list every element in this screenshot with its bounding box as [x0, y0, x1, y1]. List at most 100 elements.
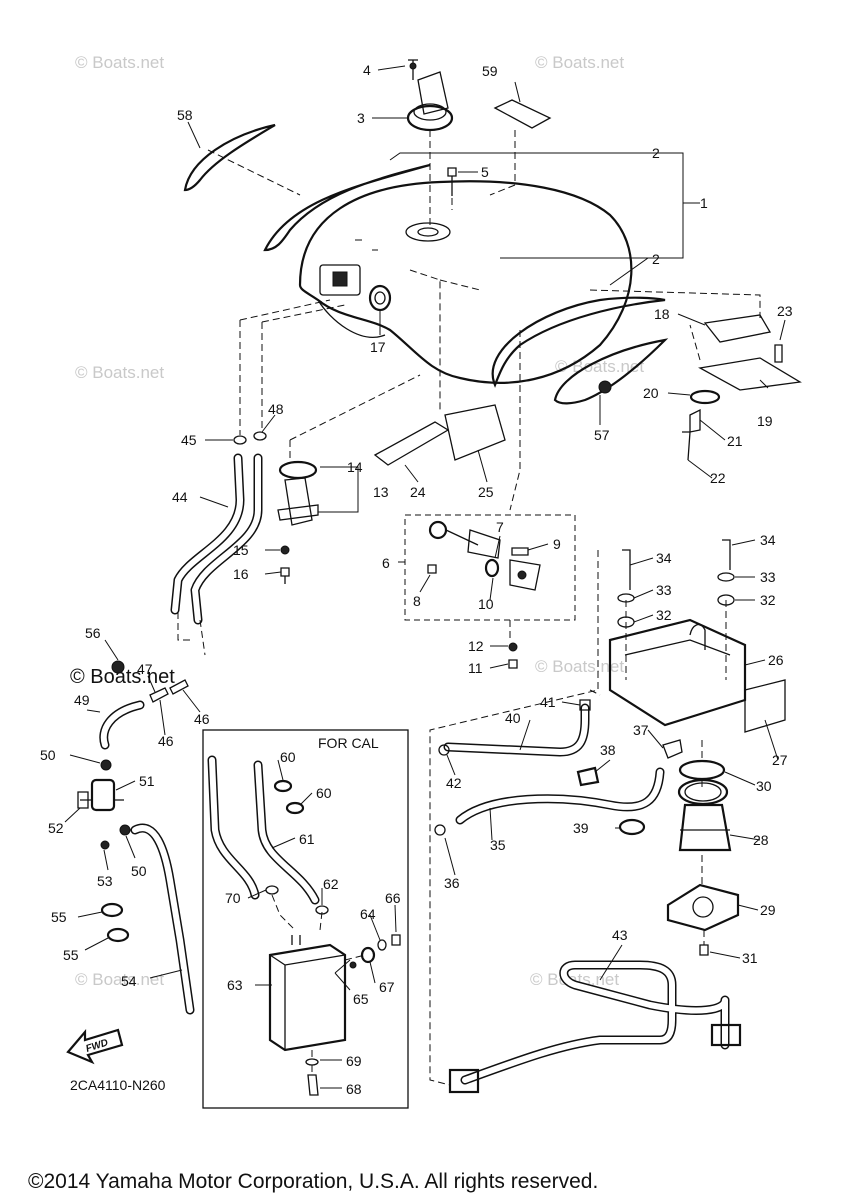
callout-34: 34 — [760, 532, 776, 548]
callout-12: 12 — [468, 638, 484, 654]
pump-tray-26 — [608, 618, 747, 727]
callout-53: 53 — [97, 873, 113, 889]
callout-7: 7 — [496, 519, 504, 535]
callout-17: 17 — [370, 339, 386, 355]
label-27 — [744, 679, 786, 733]
connector-46 — [169, 679, 189, 695]
bolts-nuts-32-34 — [617, 539, 735, 628]
inset-label: FOR CAL — [318, 735, 379, 751]
callout-46: 46 — [194, 711, 210, 727]
callout-36: 36 — [444, 875, 460, 891]
callout-38: 38 — [600, 742, 616, 758]
nut-65 — [349, 961, 357, 969]
callout-45: 45 — [181, 432, 197, 448]
cal-inset-box — [202, 729, 409, 1109]
callout-61: 61 — [299, 831, 315, 847]
clamp-70 — [265, 885, 279, 895]
callout-49: 49 — [74, 692, 90, 708]
leader-lines — [64, 65, 786, 1089]
grommet-17 — [368, 284, 392, 312]
callout-57: 57 — [594, 427, 610, 443]
callout-47: 47 — [137, 661, 153, 677]
callout-52: 52 — [48, 820, 64, 836]
callout-50: 50 — [40, 747, 56, 763]
callout-68: 68 — [346, 1081, 362, 1097]
callout-31: 31 — [742, 950, 758, 966]
callout-35: 35 — [490, 837, 506, 853]
bolt-5 — [447, 167, 457, 196]
callout-2: 2 — [652, 251, 660, 267]
hose-44 — [170, 453, 263, 625]
label-59 — [493, 99, 552, 129]
callout-40: 40 — [505, 710, 521, 726]
callout-32: 32 — [760, 592, 776, 608]
fuel-tank — [298, 180, 633, 384]
callout-26: 26 — [768, 652, 784, 668]
washer-15 — [280, 545, 290, 555]
callout-66: 66 — [385, 890, 401, 906]
guide-lines — [177, 130, 761, 1086]
fuel-pump-28 — [677, 778, 732, 852]
callout-50: 50 — [131, 863, 147, 879]
callout-18: 18 — [654, 306, 670, 322]
callout-42: 42 — [446, 775, 462, 791]
callout-67: 67 — [379, 979, 395, 995]
callout-22: 22 — [710, 470, 726, 486]
callout-24: 24 — [410, 484, 426, 500]
callout-4: 4 — [363, 62, 371, 78]
fuel-cock-assembly-box — [404, 514, 576, 621]
fuel-cock — [427, 520, 541, 591]
callout-55: 55 — [51, 909, 67, 925]
callout-56: 56 — [85, 625, 101, 641]
callout-60: 60 — [316, 785, 332, 801]
callout-65: 65 — [353, 991, 369, 1007]
fuel-sender-13 — [277, 460, 319, 526]
valve-51 — [77, 778, 124, 812]
callout-54: 54 — [121, 973, 137, 989]
callout-39: 39 — [573, 820, 589, 836]
clamp-45 — [233, 435, 247, 445]
watermark: © Boats.net — [535, 657, 624, 676]
clip-37 — [662, 739, 683, 759]
clip-39 — [618, 818, 646, 836]
callout-27: 27 — [772, 752, 788, 768]
callout-2: 2 — [652, 145, 660, 161]
connector — [710, 1023, 742, 1047]
callout-10: 10 — [478, 596, 494, 612]
clamp-53 — [100, 840, 110, 850]
washer-64 — [377, 939, 387, 951]
callout-51: 51 — [139, 773, 155, 789]
callout-60: 60 — [280, 749, 296, 765]
knee-pad-fastener — [598, 380, 612, 394]
clamp-60 — [285, 801, 305, 815]
o-ring-30 — [678, 759, 726, 781]
callout-labels: 1 2 2 3 4 5 6 7 8 9 10 11 12 13 14 15 16… — [40, 62, 793, 1097]
hose-54 — [130, 823, 195, 1015]
callout-63: 63 — [227, 977, 243, 993]
callout-19: 19 — [757, 413, 773, 429]
callout-55: 55 — [63, 947, 79, 963]
diagram-code: 2CA4110-N260 — [70, 1077, 166, 1093]
callout-41: 41 — [540, 694, 556, 710]
hose-61 — [207, 755, 320, 905]
seal-67 — [360, 946, 376, 964]
callout-9: 9 — [553, 536, 561, 552]
callout-29: 29 — [760, 902, 776, 918]
callout-6: 6 — [382, 555, 390, 571]
screw-11 — [508, 659, 518, 669]
callout-11: 11 — [468, 660, 483, 676]
callout-3: 3 — [357, 110, 365, 126]
callout-59: 59 — [482, 63, 498, 79]
watermark: © Boats.net — [75, 970, 164, 989]
callout-64: 64 — [360, 906, 376, 922]
callout-28: 28 — [753, 832, 769, 848]
watermark: © Boats.net — [530, 970, 619, 989]
clamp-60 — [273, 779, 293, 793]
washer-12 — [508, 642, 518, 652]
hose-49 — [99, 700, 145, 750]
callout-43: 43 — [612, 927, 628, 943]
clamp-48 — [253, 431, 267, 441]
tank-emblem-strips — [263, 163, 666, 388]
hose-68 — [307, 1074, 319, 1096]
